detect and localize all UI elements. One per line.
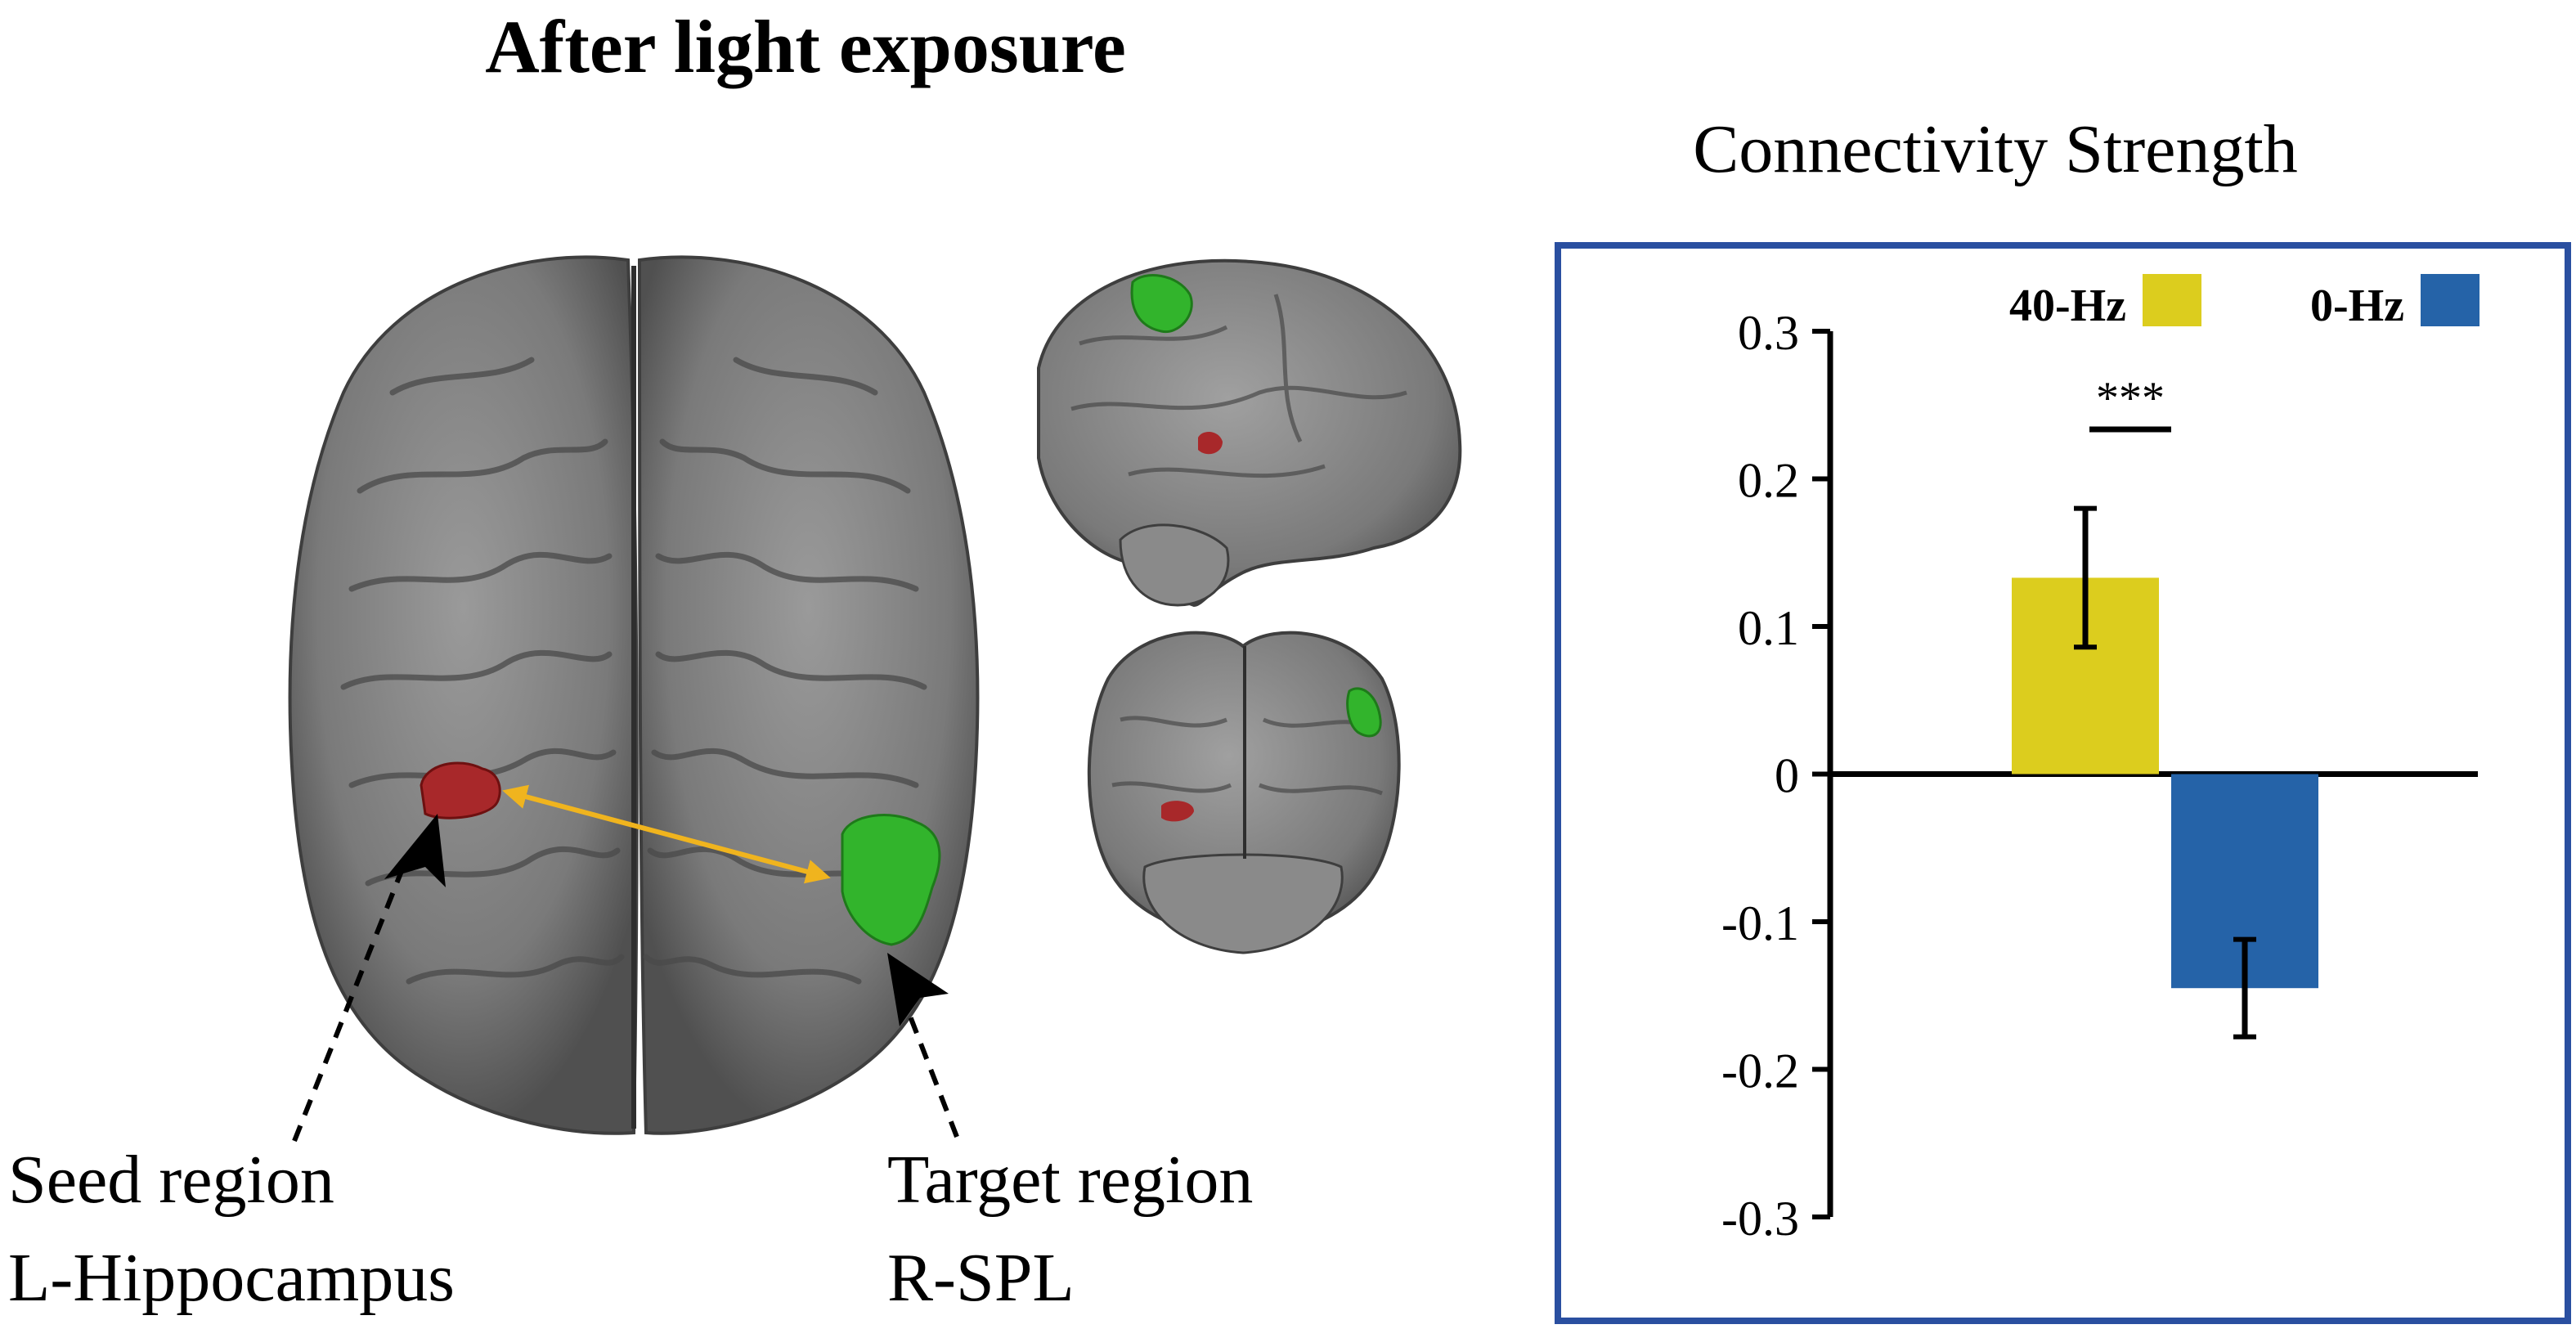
legend-swatch bbox=[2421, 274, 2480, 326]
brain-top-view bbox=[288, 255, 980, 1135]
brain-posterior-view bbox=[1087, 631, 1401, 954]
target-label: Target region bbox=[887, 1142, 1253, 1218]
legend: 40-Hz 0-Hz bbox=[2009, 274, 2480, 331]
y-tick-label: -0.3 bbox=[1721, 1192, 1799, 1246]
legend-label: 0-Hz bbox=[2310, 281, 2404, 331]
significance-marker: *** bbox=[2089, 373, 2171, 433]
chart-title: Connectivity Strength bbox=[1693, 111, 2298, 187]
seed-region-blob bbox=[420, 761, 501, 819]
legend-swatch bbox=[2143, 274, 2201, 326]
cerebellum-lateral bbox=[1119, 523, 1230, 607]
right-hemisphere bbox=[637, 255, 980, 1135]
posterior-seed-blob bbox=[1161, 801, 1194, 822]
legend-label: 40-Hz bbox=[2009, 281, 2126, 331]
posterior-target-blob bbox=[1346, 687, 1382, 738]
left-hemisphere bbox=[288, 255, 639, 1135]
connectivity-arrow bbox=[502, 784, 831, 884]
brain-lateral-view bbox=[1037, 258, 1462, 608]
seed-pointer bbox=[292, 814, 446, 1143]
lateral-seed-blob bbox=[1198, 432, 1223, 455]
lateral-target-blob bbox=[1130, 274, 1193, 334]
seed-label: Seed region bbox=[8, 1142, 334, 1218]
seed-name: L-Hippocampus bbox=[8, 1240, 455, 1316]
target-name: R-SPL bbox=[887, 1240, 1075, 1316]
bars bbox=[2012, 505, 2318, 1039]
left-panel: After light exposure bbox=[8, 5, 1462, 1316]
cerebellum-posterior bbox=[1142, 853, 1344, 954]
lateral-cortex bbox=[1037, 258, 1462, 608]
y-tick-label: 0.2 bbox=[1738, 454, 1799, 508]
target-pointer bbox=[887, 953, 959, 1138]
y-tick-label: 0.1 bbox=[1738, 601, 1799, 655]
target-region-blob bbox=[841, 814, 941, 946]
y-tick-label: 0 bbox=[1775, 749, 1799, 803]
y-tick-label: 0.3 bbox=[1738, 306, 1799, 360]
chart-panel: Connectivity Strength 40-Hz 0-Hz 0.3 0.2 0.… bbox=[1555, 111, 2571, 1324]
chart-frame bbox=[1555, 242, 2571, 1324]
y-tick-label: -0.1 bbox=[1721, 896, 1799, 950]
lateral-sulci bbox=[1070, 294, 1407, 478]
y-tick-label: -0.2 bbox=[1721, 1044, 1799, 1098]
panel-title: After light exposure bbox=[485, 5, 1126, 88]
significance-text: *** bbox=[2096, 373, 2165, 424]
